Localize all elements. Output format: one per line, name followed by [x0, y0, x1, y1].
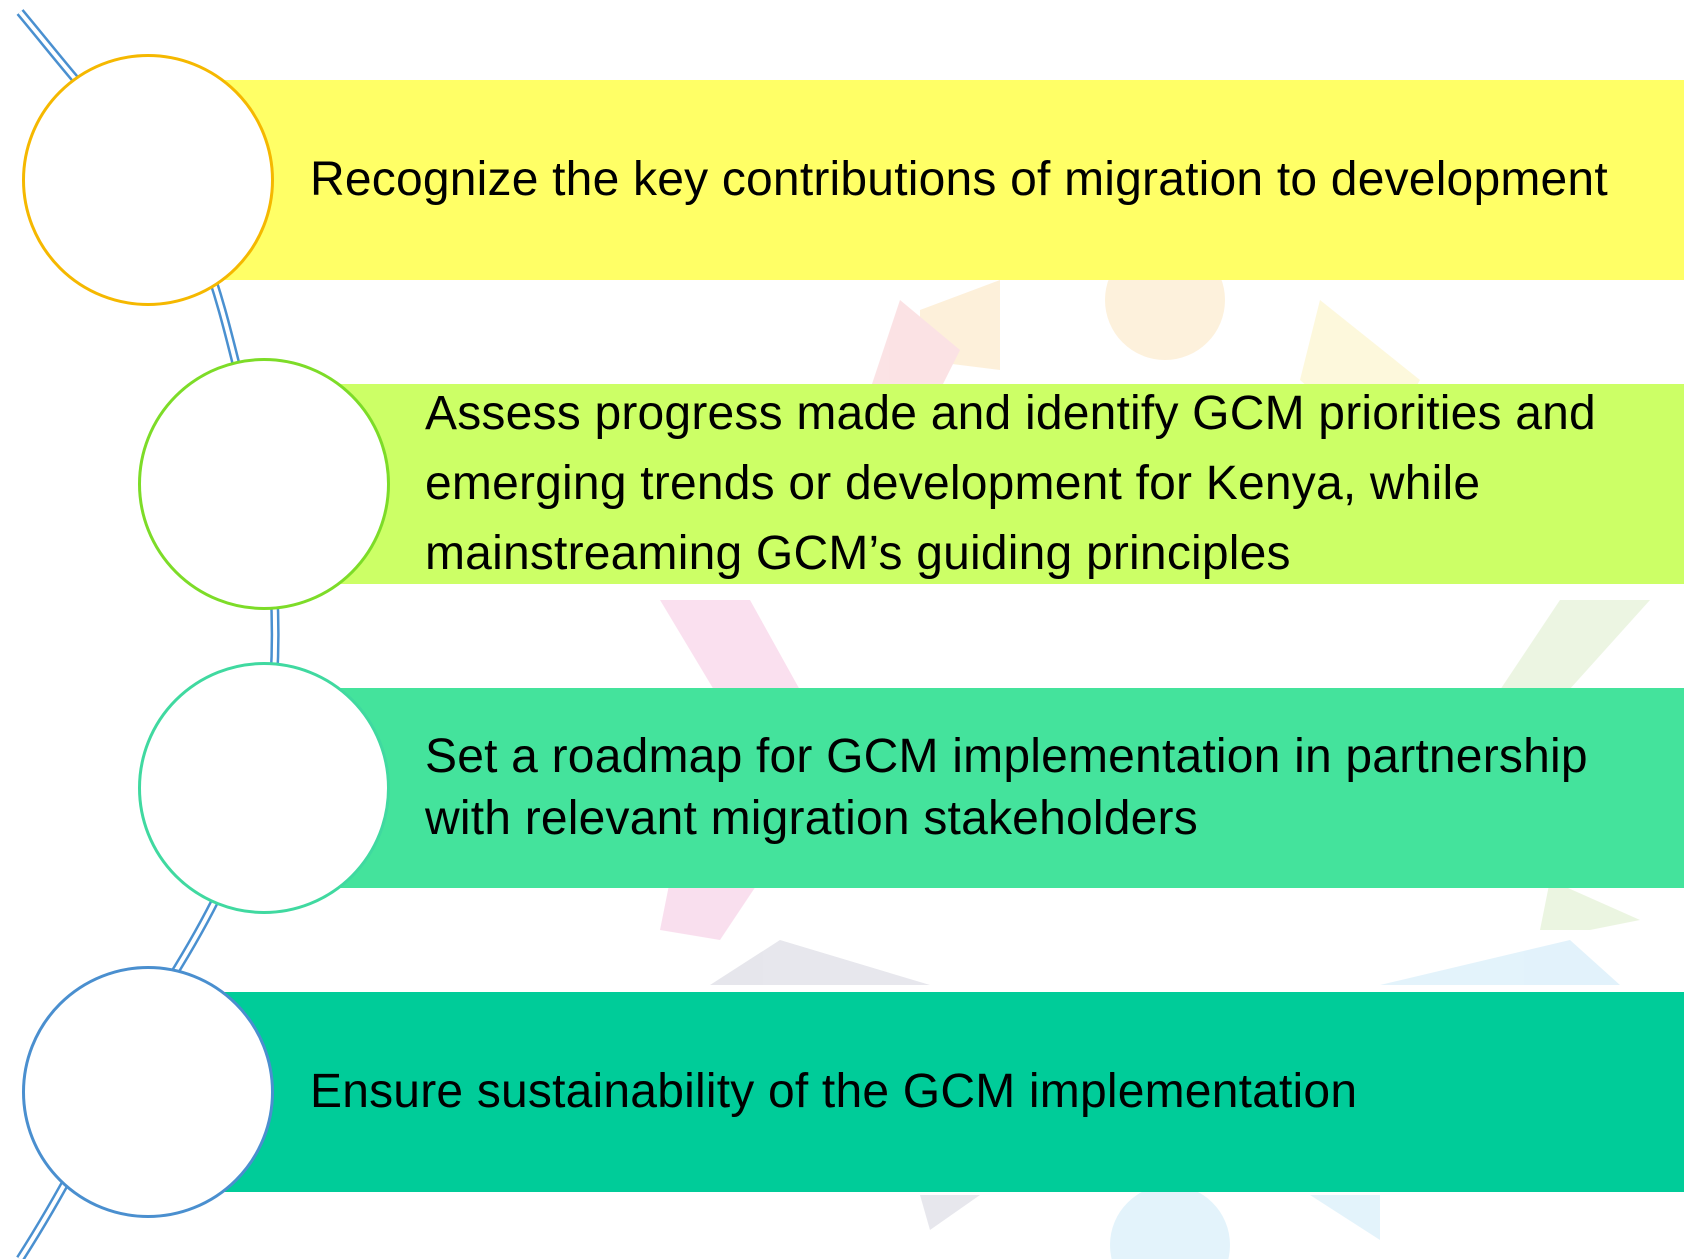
- step-band-4: Ensure sustainability of the GCM impleme…: [220, 992, 1684, 1192]
- step-4-text: Ensure sustainability of the GCM impleme…: [310, 1065, 1358, 1118]
- step-3-circle: [138, 662, 390, 914]
- step-1-text: Recognize the key contributions of migra…: [310, 153, 1608, 206]
- step-band-3: Set a roadmap for GCM implementation in …: [220, 688, 1684, 888]
- step-1-circle: [22, 54, 274, 306]
- step-band-1: Recognize the key contributions of migra…: [220, 80, 1684, 280]
- step-2-circle: [138, 358, 390, 610]
- step-2-text: Assess progress made and identify GCM pr…: [425, 387, 1596, 580]
- step-band-2: Assess progress made and identify GCM pr…: [220, 384, 1684, 584]
- step-3-text: Set a roadmap for GCM implementation in …: [425, 730, 1588, 845]
- step-4-circle: [22, 966, 274, 1218]
